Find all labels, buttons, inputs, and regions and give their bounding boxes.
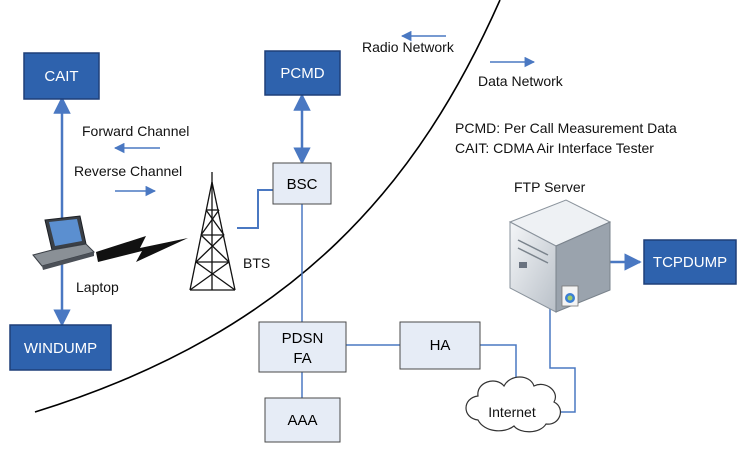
pcmd-label: PCMD <box>280 65 324 82</box>
internet-cloud: Internet <box>465 376 562 433</box>
tcpdump-node: TCPDUMP <box>643 239 737 285</box>
reverse-channel-label: Reverse Channel <box>74 163 182 179</box>
bts-bsc-link <box>237 189 273 229</box>
tower-icon <box>189 172 236 291</box>
forward-channel-label: Forward Channel <box>82 123 189 139</box>
legend-pcmd: PCMD: Per Call Measurement Data <box>455 120 677 136</box>
fa-label: FA <box>293 350 311 367</box>
ha-node: HA <box>399 321 481 370</box>
cait-label: CAIT <box>44 68 78 85</box>
network-divider-curve <box>34 0 501 413</box>
ftp-server-label: FTP Server <box>514 179 586 195</box>
ha-label: HA <box>430 337 451 354</box>
laptop-icon <box>32 215 95 270</box>
data-network-label: Data Network <box>478 73 564 89</box>
internet-label: Internet <box>488 404 536 420</box>
windump-label: WINDUMP <box>24 340 97 357</box>
cait-node: CAIT <box>23 52 100 100</box>
ha-internet-link <box>480 344 517 382</box>
legend-cait: CAIT: CDMA Air Interface Tester <box>455 140 654 156</box>
cloud-icon <box>465 376 562 433</box>
bsc-label: BSC <box>287 176 318 193</box>
server-icon <box>508 199 612 313</box>
pdsn-label: PDSN <box>282 330 324 347</box>
pdsn-fa-node: PDSN FA <box>258 321 347 373</box>
laptop-label: Laptop <box>76 279 119 295</box>
aaa-label: AAA <box>287 412 317 429</box>
bsc-node: BSC <box>272 162 332 205</box>
lightning-icon <box>96 236 188 262</box>
connectors <box>53 30 642 413</box>
bts-label: BTS <box>243 255 270 271</box>
radio-network-label: Radio Network <box>362 39 455 55</box>
pcmd-node: PCMD <box>264 50 341 96</box>
aaa-node: AAA <box>264 397 341 443</box>
tcpdump-label: TCPDUMP <box>653 254 727 271</box>
windump-node: WINDUMP <box>9 324 112 371</box>
